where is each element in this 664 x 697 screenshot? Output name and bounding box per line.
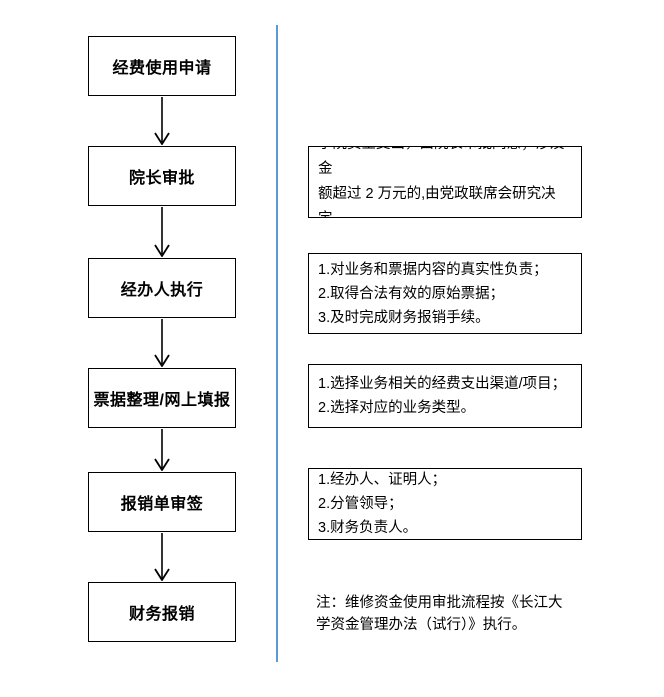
down-arrow-icon <box>150 429 174 471</box>
down-arrow-icon <box>150 319 174 367</box>
text-line: 额超过 2 万元的,由党政联席会研究决定。 <box>318 186 556 217</box>
text-line: 学院资金支出，由院长审批同意；涉及金 <box>318 147 565 177</box>
text-line: 注：维修资金使用审批流程按《长江大 <box>316 595 563 611</box>
text-line: 2.取得合法有效的原始票据； <box>318 285 505 302</box>
text-line: 2.选择对应的业务类型。 <box>318 400 476 416</box>
flow-step-financial-reimbursement: 财务报销 <box>88 582 236 642</box>
flow-step-label: 报销单审签 <box>120 496 204 513</box>
flow-step-label: 经办人执行 <box>120 282 204 299</box>
text-line: 1.选择业务相关的经费支出渠道/项目； <box>318 376 567 392</box>
annotation-handler-execution: 1.对业务和票据内容的真实性负责； 2.取得合法有效的原始票据； 3.及时完成财务报… <box>308 253 582 334</box>
down-arrow-icon <box>150 207 174 257</box>
text-line: 1.经办人、证明人； <box>318 472 447 488</box>
footnote: 注：维修资金使用审批流程按《长江大学资金管理办法（试行）》执行。 <box>316 592 578 636</box>
flow-step-dean-approval: 院长审批 <box>88 146 236 206</box>
divider-line <box>276 25 278 662</box>
text-line: 3.财务负责人。 <box>318 520 418 536</box>
text-line: 1.对业务和票据内容的真实性负责； <box>318 261 548 278</box>
annotation-reimbursement-form-signoff: 1.经办人、证明人； 2.分管领导； 3.财务负责人。 <box>308 468 582 540</box>
flow-step-funding-application: 经费使用申请 <box>88 36 236 96</box>
flow-step-label: 财务报销 <box>128 606 195 623</box>
flow-step-reimbursement-form-signoff: 报销单审签 <box>88 472 236 532</box>
flow-step-label: 经费使用申请 <box>112 60 212 77</box>
flow-step-invoice-online-filing: 票据整理/网上填报 <box>88 368 236 428</box>
flow-step-handler-execution: 经办人执行 <box>88 258 236 318</box>
text-line: 2.分管领导； <box>318 496 403 512</box>
text-line: 学资金管理办法（试行）》执行。 <box>316 617 527 633</box>
text-line: 3.及时完成财务报销手续。 <box>318 309 490 326</box>
flow-step-label: 院长审批 <box>128 170 195 187</box>
down-arrow-icon <box>150 533 174 581</box>
down-arrow-icon <box>150 97 174 145</box>
annotation-invoice-online-filing: 1.选择业务相关的经费支出渠道/项目； 2.选择对应的业务类型。 <box>308 364 582 428</box>
annotation-dean-approval: 学院资金支出，由院长审批同意；涉及金额超过 2 万元的,由党政联席会研究决定。 <box>308 146 582 218</box>
flow-step-label: 票据整理/网上填报 <box>93 392 231 409</box>
